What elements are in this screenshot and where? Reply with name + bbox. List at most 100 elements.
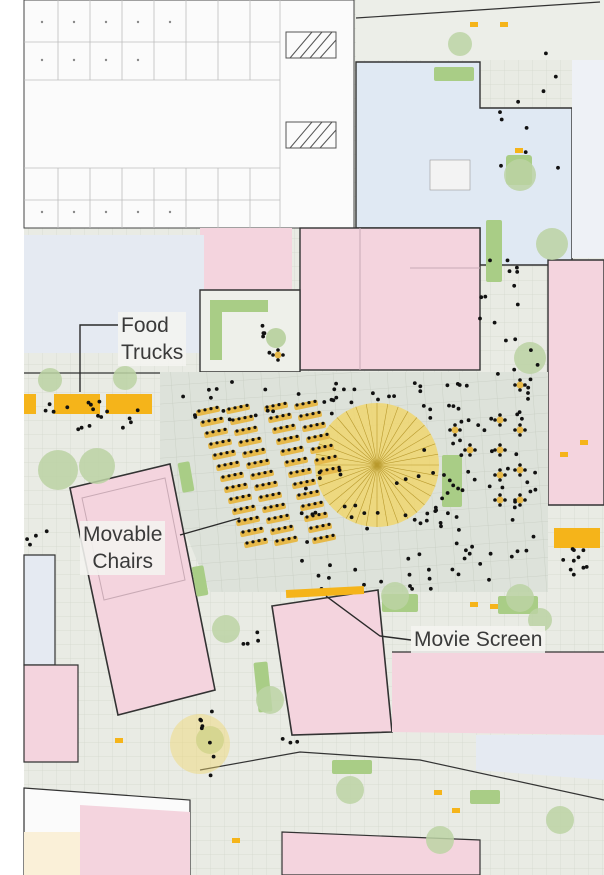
table-dot bbox=[135, 408, 140, 413]
seat-dot bbox=[223, 427, 227, 431]
table-dot bbox=[451, 483, 456, 488]
tree-icon bbox=[38, 32, 574, 854]
seat-dot bbox=[221, 475, 225, 479]
chair-row bbox=[258, 491, 282, 503]
table-dot bbox=[410, 587, 414, 591]
table-dot bbox=[431, 471, 435, 475]
seat-dot bbox=[313, 435, 317, 439]
cafe-seat bbox=[493, 418, 497, 422]
table-dot bbox=[456, 572, 461, 577]
cafe-seat bbox=[493, 448, 497, 452]
chair-row bbox=[306, 432, 330, 444]
seat-dot bbox=[325, 535, 329, 539]
canopy-rib bbox=[376, 411, 409, 466]
table-dot bbox=[553, 74, 558, 79]
table-dot bbox=[263, 387, 268, 392]
table-dot bbox=[318, 476, 322, 481]
table-dot bbox=[214, 387, 219, 391]
seat-dot bbox=[299, 481, 303, 485]
chair-row bbox=[272, 423, 296, 435]
table-dot bbox=[457, 383, 462, 387]
cafe-seat bbox=[448, 428, 452, 432]
seat-dot bbox=[265, 494, 269, 498]
seat-dot bbox=[289, 471, 293, 475]
cafe-seat bbox=[498, 453, 502, 457]
seat-dot bbox=[293, 535, 297, 540]
table-dot bbox=[505, 258, 510, 263]
seat-dot bbox=[319, 500, 323, 504]
table-dot bbox=[445, 383, 450, 388]
cafe-seat bbox=[503, 498, 507, 502]
table-icon bbox=[25, 22, 589, 843]
table-dot bbox=[421, 404, 426, 408]
table-dot bbox=[304, 486, 308, 491]
food-trucks-label-line-2: Trucks bbox=[121, 341, 184, 364]
canopy-rib bbox=[376, 464, 431, 497]
table-dot bbox=[496, 372, 500, 376]
table-dot bbox=[514, 452, 519, 457]
table-dot bbox=[288, 740, 293, 745]
chair-row bbox=[308, 522, 332, 534]
table-dot bbox=[454, 541, 459, 546]
table-dot bbox=[418, 521, 423, 526]
table-dot bbox=[230, 380, 234, 384]
table-dot bbox=[568, 567, 573, 572]
table-dot bbox=[129, 420, 133, 425]
canopy-rib bbox=[376, 464, 399, 524]
table-dot bbox=[310, 512, 315, 517]
table-dot bbox=[342, 504, 347, 509]
seat-dot bbox=[299, 445, 303, 449]
seat-dot bbox=[315, 458, 319, 462]
table-dot bbox=[447, 478, 452, 483]
cafe-seat bbox=[523, 428, 527, 432]
canopy-rib bbox=[376, 464, 389, 527]
canopy-rib bbox=[323, 433, 378, 466]
table-dot bbox=[97, 399, 102, 404]
canopy-rib bbox=[376, 464, 436, 487]
seat-dot bbox=[281, 414, 285, 418]
seat-dot bbox=[239, 440, 243, 444]
page-margin bbox=[0, 0, 24, 875]
table-dot bbox=[487, 484, 492, 489]
seat-dot bbox=[221, 440, 225, 444]
table-dot bbox=[525, 480, 530, 485]
seat-dot bbox=[279, 426, 283, 430]
seat-dot bbox=[263, 506, 267, 510]
seat-dot bbox=[241, 428, 245, 432]
chair-row bbox=[208, 438, 232, 450]
table-dot bbox=[193, 415, 198, 419]
table-dot bbox=[466, 469, 471, 474]
seat-dot bbox=[251, 473, 255, 477]
seat-dot bbox=[239, 507, 243, 511]
table-dot bbox=[584, 565, 589, 569]
cafe-seat bbox=[498, 423, 502, 427]
table-dot bbox=[403, 513, 408, 518]
table-dot bbox=[447, 403, 451, 408]
chair-row bbox=[292, 478, 316, 490]
table-dot bbox=[533, 487, 538, 492]
chair-row bbox=[274, 535, 298, 547]
cafe-seat bbox=[513, 383, 517, 387]
table-dot bbox=[25, 537, 29, 541]
seat-dot bbox=[213, 418, 217, 422]
seat-dot bbox=[277, 403, 281, 407]
chair-row bbox=[228, 493, 252, 505]
cafe-seat bbox=[498, 478, 502, 482]
seat-dot bbox=[237, 417, 241, 421]
seat-dot bbox=[325, 468, 329, 472]
table-dot bbox=[479, 295, 484, 300]
table-dot bbox=[535, 363, 540, 367]
seat-dot bbox=[261, 447, 265, 451]
seat-dot bbox=[295, 434, 299, 438]
building-pink-a bbox=[200, 228, 292, 290]
seat-dot bbox=[293, 482, 297, 486]
canopy-rib bbox=[376, 464, 409, 519]
seat-dot bbox=[251, 504, 255, 508]
chair-row bbox=[226, 403, 250, 415]
cafe-seat bbox=[468, 453, 472, 457]
accent-table bbox=[115, 738, 123, 743]
table-dot bbox=[487, 577, 491, 582]
canopy-rib bbox=[315, 453, 378, 466]
table-dot bbox=[296, 392, 301, 396]
seat-dot bbox=[277, 491, 281, 495]
